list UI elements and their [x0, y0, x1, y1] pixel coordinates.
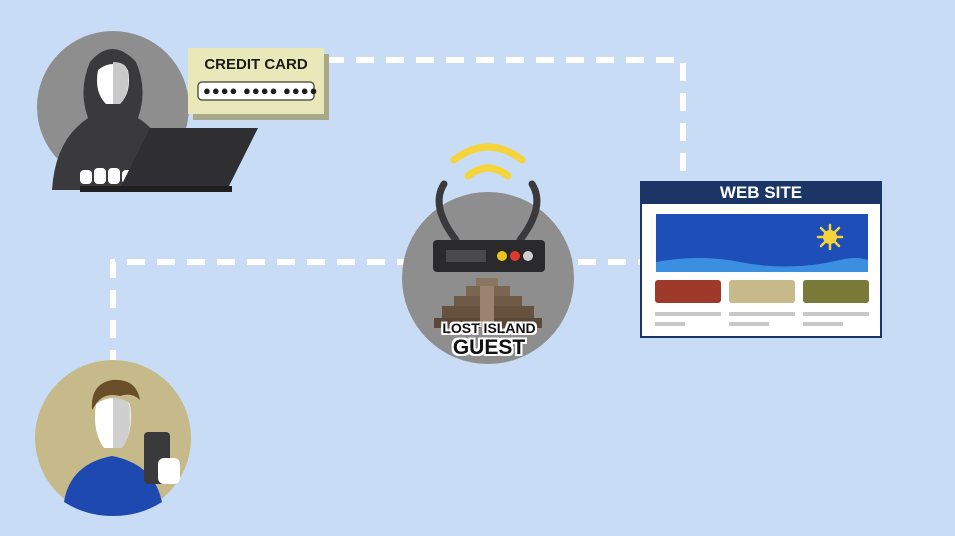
network-name-line1: LOST ISLAND — [442, 320, 536, 336]
temple-icon — [434, 278, 542, 328]
user-to-router-line — [110, 259, 420, 368]
website-title: WEB SITE — [719, 183, 803, 202]
hacker-to-website-line — [326, 57, 686, 182]
credit-card-icon — [188, 48, 329, 120]
phone-icon — [144, 432, 180, 484]
credit-card-number: ●●●● ●●●● ●●●● — [203, 83, 319, 98]
credit-card-label: CREDIT CARD — [204, 56, 308, 73]
website-icon — [640, 181, 882, 338]
laptop-icon — [80, 128, 258, 192]
sun-icon — [816, 223, 844, 251]
network-name-line2: GUEST — [452, 336, 526, 359]
wifi-icon — [450, 143, 526, 180]
